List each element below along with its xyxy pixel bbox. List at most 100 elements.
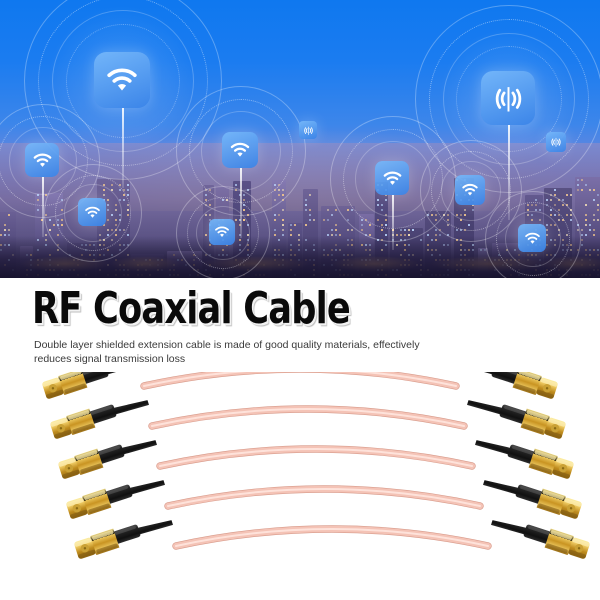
boot-highlight <box>520 485 542 495</box>
connector-bottom-shade <box>96 543 118 554</box>
window-light <box>331 234 333 236</box>
window-light <box>339 234 341 236</box>
signal-ring <box>44 164 142 262</box>
nut-highlight <box>540 378 558 387</box>
window-light <box>309 209 311 211</box>
window-light <box>570 194 572 196</box>
window-light <box>593 229 595 231</box>
cable <box>58 440 574 479</box>
signal-ring <box>496 202 570 276</box>
signal-ring <box>420 140 522 242</box>
boot-body <box>96 444 125 464</box>
wifi-icon <box>25 143 59 177</box>
window-light <box>335 224 337 226</box>
right-connector <box>466 400 566 439</box>
boot-body <box>112 524 141 544</box>
broadcast-antenna-icon <box>299 121 317 139</box>
wifi-icon <box>209 219 235 245</box>
center-pin <box>75 507 79 510</box>
window-light <box>274 234 276 236</box>
window-light <box>585 204 587 206</box>
left-connector <box>74 520 174 559</box>
window-light <box>327 219 329 221</box>
antenna-mast <box>122 108 124 188</box>
connector-top-highlight <box>534 450 556 460</box>
signal-ring <box>441 161 501 221</box>
window-light <box>581 179 583 181</box>
connector-top-highlight <box>518 372 540 380</box>
product-photo <box>0 372 600 600</box>
cable <box>42 372 558 399</box>
broadcast-antenna-icon <box>546 132 566 152</box>
window-light <box>597 194 599 196</box>
boot-body <box>80 372 109 384</box>
window-light <box>593 189 595 191</box>
window-light <box>8 229 10 231</box>
window-light <box>331 229 333 231</box>
connector-top-highlight <box>84 490 106 500</box>
window-light <box>577 179 579 181</box>
window-light <box>585 184 587 186</box>
window-light <box>282 224 284 226</box>
center-pin <box>83 547 87 550</box>
window-light <box>347 229 349 231</box>
window-light <box>290 224 292 226</box>
boot-highlight <box>114 525 136 535</box>
center-pin <box>51 387 55 390</box>
nut-highlight <box>58 458 76 467</box>
window-light <box>335 209 337 211</box>
cable <box>66 480 582 519</box>
window-light <box>8 214 10 216</box>
antenna-mast <box>392 195 394 250</box>
boot-highlight <box>98 445 120 455</box>
wifi-icon <box>94 52 150 108</box>
window-light <box>335 234 337 236</box>
left-connector <box>50 400 150 439</box>
center-pin <box>67 467 71 470</box>
wifi-icon <box>455 175 485 205</box>
boot-highlight <box>504 405 526 415</box>
antenna-mast <box>42 177 44 237</box>
window-light <box>331 214 333 216</box>
boot-body <box>507 444 536 464</box>
connector-bottom-shade <box>522 423 544 434</box>
nut-highlight <box>42 378 60 387</box>
window-light <box>593 234 595 236</box>
center-pin <box>561 467 565 470</box>
signal-ring <box>485 191 581 278</box>
window-light <box>585 219 587 221</box>
window-light <box>309 194 311 196</box>
window-light <box>4 234 6 236</box>
window-light <box>4 224 6 226</box>
nut-shade <box>62 469 80 479</box>
boot-highlight <box>528 525 550 535</box>
connector-top-highlight <box>60 372 82 380</box>
right-connector <box>474 440 574 479</box>
connector-top-highlight <box>550 530 572 540</box>
cable-highlight <box>167 488 481 507</box>
window-light <box>566 194 568 196</box>
window-light <box>351 229 353 231</box>
signal-ring <box>187 197 259 269</box>
cable <box>50 400 566 439</box>
window-light <box>274 229 276 231</box>
window-light <box>554 189 556 191</box>
window-light <box>298 234 300 236</box>
connector-top-highlight <box>76 450 98 460</box>
cable-set-illustration <box>42 372 590 559</box>
nut-highlight <box>66 498 84 507</box>
connector-bottom-shade <box>72 423 94 434</box>
signal-ring <box>431 151 511 231</box>
signal-ring <box>64 184 122 242</box>
window-light <box>305 224 307 226</box>
boot-body <box>515 484 544 504</box>
nut-shade <box>560 509 578 519</box>
boot-body <box>88 404 117 424</box>
window-light <box>45 234 47 236</box>
connector-top-highlight <box>92 530 114 540</box>
boot-highlight <box>512 445 534 455</box>
boot-highlight <box>106 485 128 495</box>
cable-highlight <box>151 408 465 427</box>
boot-highlight <box>82 372 104 375</box>
